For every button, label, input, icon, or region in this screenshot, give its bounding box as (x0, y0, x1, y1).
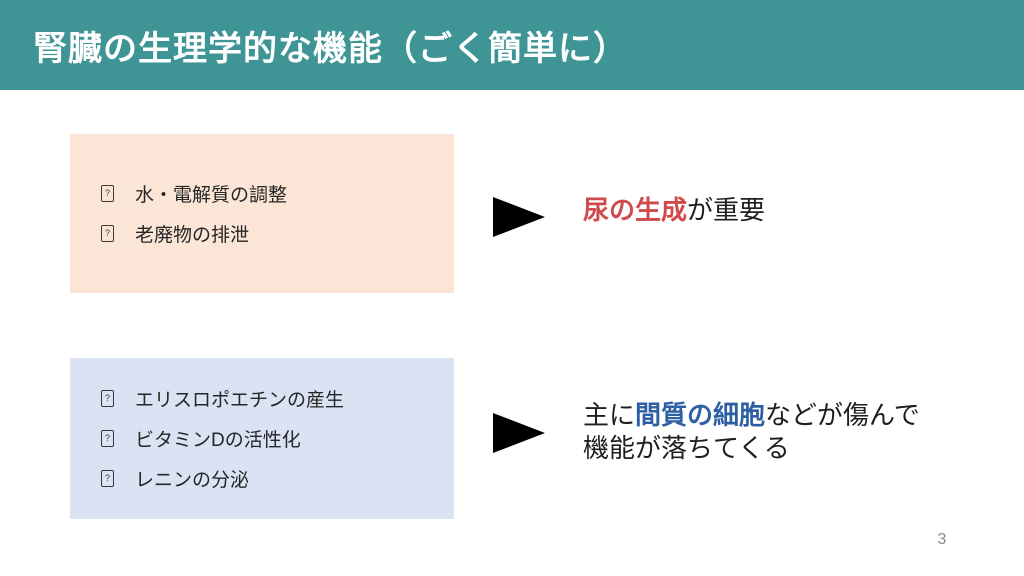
callout-prefix-text: 主に (583, 400, 636, 430)
page-number: 3 (937, 531, 947, 548)
missing-glyph-bullet-icon: ? (101, 430, 114, 447)
list-item-label: エリスロポエチンの産生 (135, 390, 345, 411)
list-item: ? 水・電解質の調整 (70, 174, 454, 214)
list-item: ? エリスロポエチンの産生 (70, 379, 454, 419)
callout-rest-text: が重要 (687, 195, 766, 225)
missing-glyph-bullet-icon: ? (101, 470, 114, 487)
highlight-blue-text: 間質の細胞 (635, 400, 766, 430)
right-triangle-pointer-icon (493, 413, 545, 453)
missing-glyph-bullet-icon: ? (101, 390, 114, 407)
callout-interstitial-cells: 主に間質の細胞などが傷んで機能が落ちてくる (583, 399, 939, 465)
missing-glyph-bullet-icon: ? (101, 225, 114, 242)
list-item: ? ビタミンDの活性化 (70, 419, 454, 459)
callout-urine-production: 尿の生成が重要 (583, 194, 765, 227)
highlight-red-text: 尿の生成 (583, 195, 688, 225)
list-item-label: ビタミンDの活性化 (135, 430, 301, 451)
right-triangle-pointer-icon (493, 197, 545, 237)
list-item-label: レニンの分泌 (135, 470, 250, 491)
list-item-label: 老廃物の排泄 (135, 225, 250, 246)
slide-title: 腎臓の生理学的な機能（ごく簡単に） (33, 29, 628, 68)
functions-box-urine: ? 水・電解質の調整 ? 老廃物の排泄 (70, 134, 454, 293)
list-item: ? 老廃物の排泄 (70, 214, 454, 254)
list-item: ? レニンの分泌 (70, 459, 454, 499)
callout-rest-text: などが傷んで機能が落ちてくる (583, 400, 920, 463)
slide-header-bar: 腎臓の生理学的な機能（ごく簡単に） (0, 0, 1024, 90)
functions-box-endocrine: ? エリスロポエチンの産生 ? ビタミンDの活性化 ? レニンの分泌 (70, 358, 454, 519)
list-item-label: 水・電解質の調整 (135, 185, 288, 206)
missing-glyph-bullet-icon: ? (101, 185, 114, 202)
